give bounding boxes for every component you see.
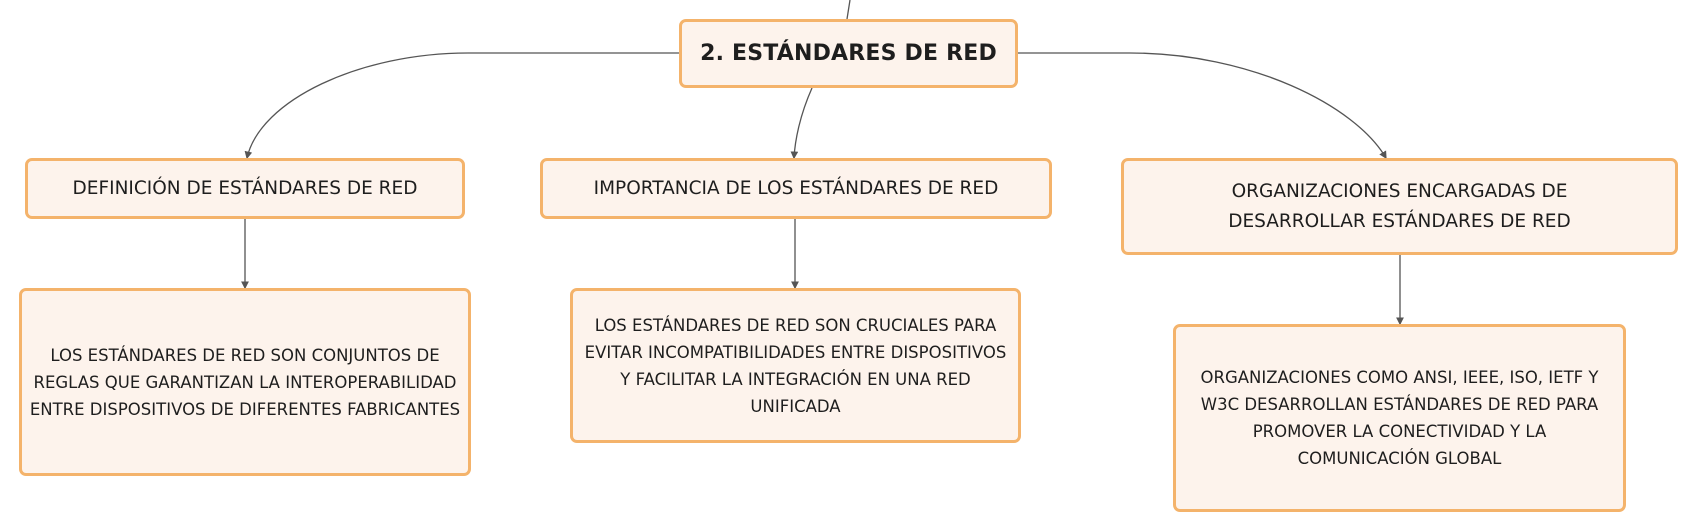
connector-root-to-definicion — [244, 52, 679, 160]
root-topic[interactable]: 2. ESTÁNDARES DE RED — [679, 19, 1018, 88]
topic-definicion-label: DEFINICIÓN DE ESTÁNDARES DE RED — [72, 177, 418, 199]
topic-importancia[interactable]: IMPORTANCIA DE LOS ESTÁNDARES DE RED — [540, 158, 1052, 219]
root-topic-label: 2. ESTÁNDARES DE RED — [700, 41, 997, 66]
subtopic-definicion-text: LOS ESTÁNDARES DE RED SON CONJUNTOS DE R… — [29, 345, 461, 419]
connector-root-to-importancia — [790, 87, 813, 160]
subtopic-organizaciones-text: ORGANIZACIONES COMO ANSI, IEEE, ISO, IET… — [1200, 368, 1599, 468]
subtopic-definicion-detail[interactable]: LOS ESTÁNDARES DE RED SON CONJUNTOS DE R… — [19, 288, 471, 476]
connector-root-to-organizaciones — [1018, 52, 1387, 160]
connector-incoming — [846, 0, 851, 20]
topic-definicion[interactable]: DEFINICIÓN DE ESTÁNDARES DE RED — [25, 158, 465, 219]
topic-organizaciones-label: ORGANIZACIONES ENCARGADAS DE DESARROLLAR… — [1228, 180, 1571, 232]
subtopic-importancia-text: LOS ESTÁNDARES DE RED SON CRUCIALES PARA… — [584, 315, 1007, 416]
subtopic-organizaciones-detail[interactable]: ORGANIZACIONES COMO ANSI, IEEE, ISO, IET… — [1173, 324, 1626, 512]
topic-organizaciones[interactable]: ORGANIZACIONES ENCARGADAS DE DESARROLLAR… — [1121, 158, 1678, 255]
topic-importancia-label: IMPORTANCIA DE LOS ESTÁNDARES DE RED — [593, 177, 999, 199]
subtopic-importancia-detail[interactable]: LOS ESTÁNDARES DE RED SON CRUCIALES PARA… — [570, 288, 1021, 443]
